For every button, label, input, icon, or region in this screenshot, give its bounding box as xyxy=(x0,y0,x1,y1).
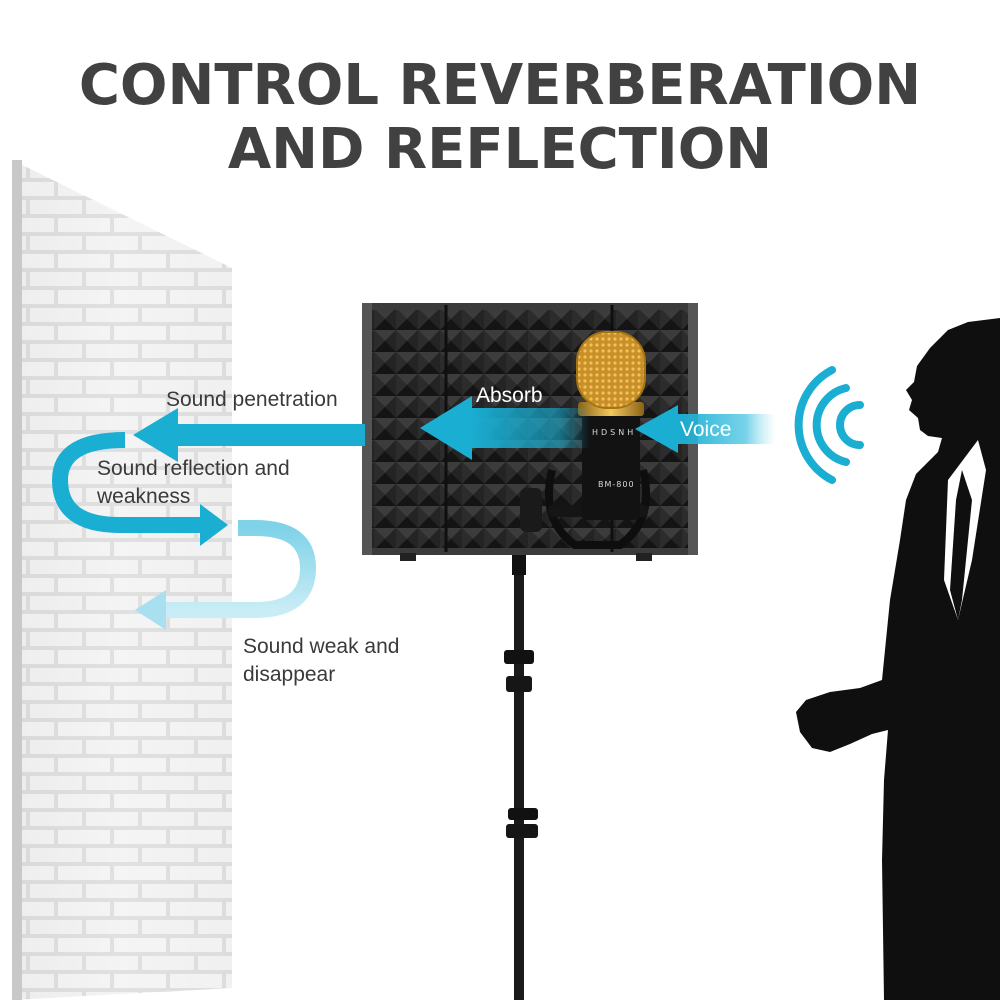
headline-line-1: CONTROL REVERBERATION xyxy=(78,53,922,118)
label-sound-penetration: Sound penetration xyxy=(166,388,338,411)
mic-stand xyxy=(504,545,538,1000)
label-sound-weak-line-1: Sound weak and xyxy=(243,635,400,658)
sound-waves-icon xyxy=(794,366,864,484)
brick-wall xyxy=(12,160,232,1000)
label-voice: Voice xyxy=(680,418,732,441)
weak-loop-arrow xyxy=(135,520,317,630)
microphone xyxy=(520,331,650,549)
label-absorb: Absorb xyxy=(476,384,543,407)
mic-brand-text: HDSNH xyxy=(592,428,637,437)
headline-line-2: AND REFLECTION xyxy=(227,117,773,182)
voice-arrow xyxy=(635,405,776,453)
sound-penetration-arrow xyxy=(133,408,365,462)
label-sound-reflection-line-2: weakness xyxy=(97,485,191,508)
reflection-loop-arrow xyxy=(51,432,228,546)
label-sound-reflection-line-1: Sound reflection and xyxy=(97,457,290,480)
absorb-arrow xyxy=(420,396,590,460)
label-sound-weak-line-2: disappear xyxy=(243,663,336,686)
mic-model-text: BM-800 xyxy=(598,480,635,489)
person-silhouette xyxy=(796,318,1000,1000)
